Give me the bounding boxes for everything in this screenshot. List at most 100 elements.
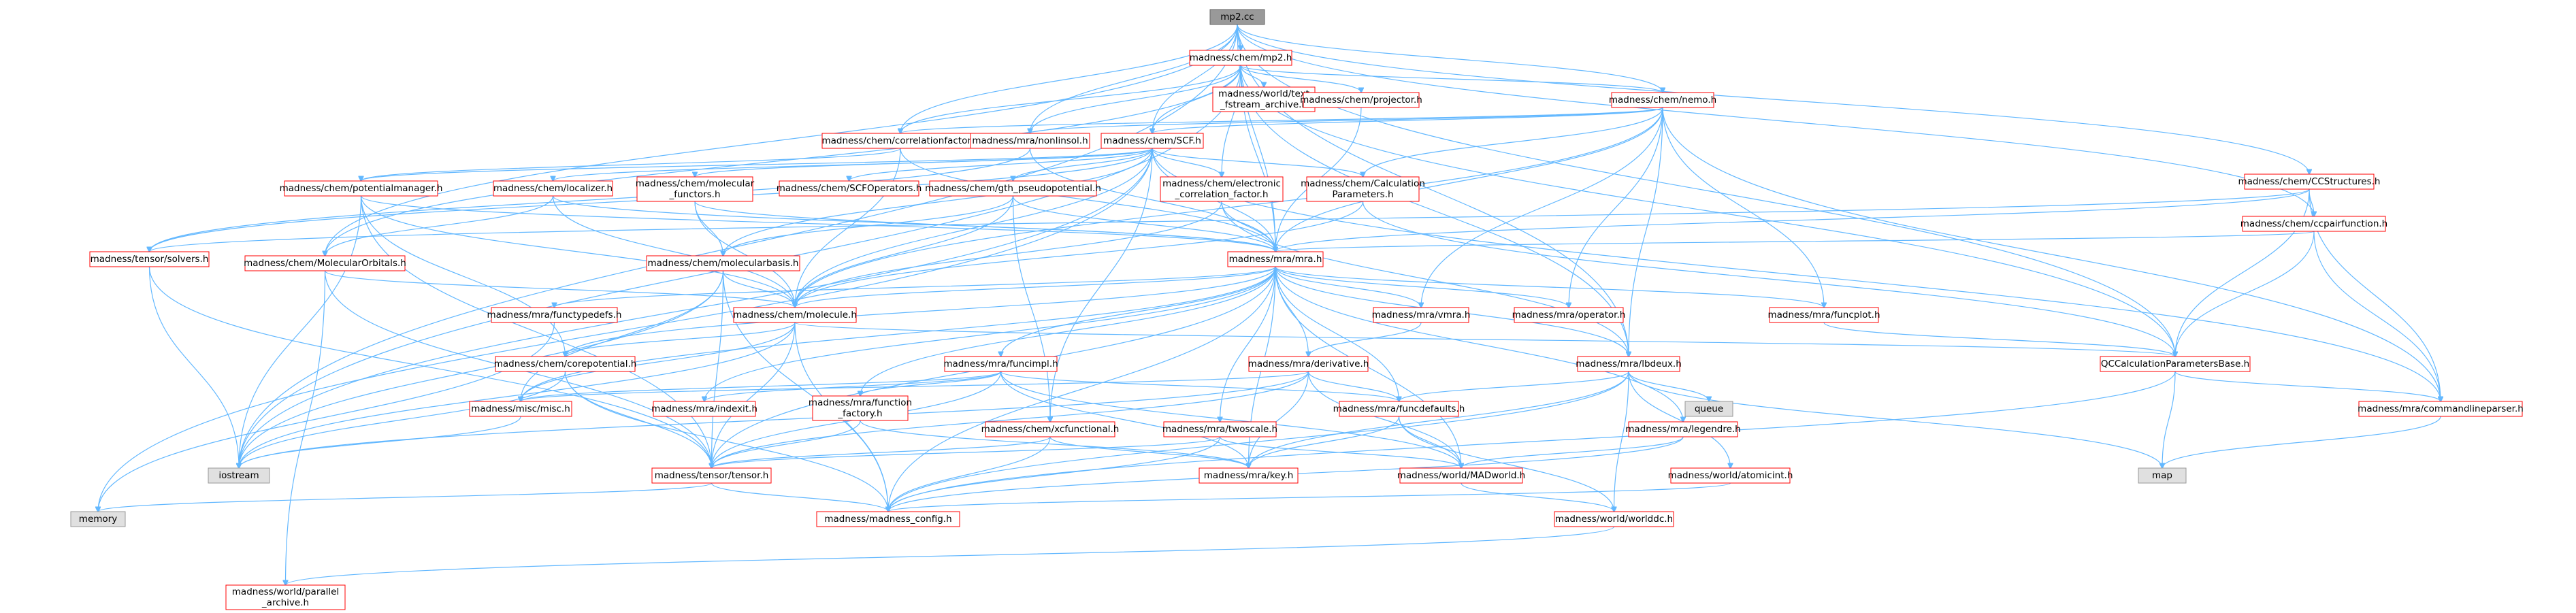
node-mra_nonlinsol[interactable]: madness/mra/nonlinsol.h [970,133,1090,149]
edge-mra_derivative-to-iostream [239,371,1309,468]
node-chem_calcparams[interactable]: madness/chem/CalculationParameters.h [1301,176,1425,202]
node-label: madness/mra/functypedefs.h [487,310,622,320]
node-chem_molecule[interactable]: madness/chem/molecule.h [733,307,857,323]
node-world_atomicint[interactable]: madness/world/atomicint.h [1668,467,1793,484]
node-box [1100,133,1204,149]
edge-chem_nemo-to-mra_nonlinsol [1030,107,1663,133]
node-label: madness/mra/operator.h [1512,310,1626,320]
edge-mra_funcimpl-to-mra_key [1000,371,1249,468]
edge-mra_function_factory-to-mra_key [860,420,1249,468]
node-box [469,401,572,417]
edge-chem_calcparams-to-qc_params [1362,201,2176,357]
edge-mra_mra-to-chem_corepotential [566,266,1276,357]
node-world_madworld[interactable]: madness/world/MADworld.h [1397,467,1526,484]
node-label: madness/chem/MolecularOrbitals.h [244,258,406,269]
node-world_worlddc[interactable]: madness/world/worlddc.h [1554,511,1674,527]
node-chem_scfoperators[interactable]: madness/chem/SCFOperators.h [777,180,922,197]
node-label: madness/mra/indexit.h [651,403,757,414]
node-mra_indexit[interactable]: madness/mra/indexit.h [651,401,757,417]
edge-mra_mra-to-mra_functypedefs [555,266,1276,308]
node-tensor_solvers[interactable]: madness/tensor/solvers.h [89,251,210,267]
node-mra_function_factory[interactable]: madness/mra/function_factory.h [809,395,912,421]
node-chem_localizer[interactable]: madness/chem/localizer.h [493,180,613,197]
edge-mra_derivative-to-tensor_tensor [712,371,1309,468]
node-label: madness/chem/localizer.h [493,183,613,194]
node-chem_ccstructures[interactable]: madness/chem/CCStructures.h [2238,173,2381,190]
node-chem_mp2[interactable]: madness/chem/mp2.h [1189,50,1292,66]
node-chem_xcfunctional[interactable]: madness/chem/xcfunctional.h [981,421,1120,437]
node-label: _archive.h [261,597,309,608]
node-qc_params[interactable]: QCCalculationParametersBase.h [2100,356,2251,372]
node-chem_ccpairfunction[interactable]: madness/chem/ccpairfunction.h [2240,216,2387,232]
node-chem_scf[interactable]: madness/chem/SCF.h [1100,133,1204,149]
node-mra_mra[interactable]: madness/mra/mra.h [1227,251,1324,267]
node-label: _correlation_factor.h [1174,189,1268,200]
node-mra_vmra[interactable]: madness/mra/vmra.h [1372,307,1471,323]
edge-mp2cc-to-chem_nemo [1237,24,1663,93]
node-label: madness/mra/twoscale.h [1162,424,1277,435]
edge-chem_nemo-to-mra_funcplot [1662,107,1824,308]
node-mp2cc[interactable]: mp2.cc [1209,9,1265,25]
node-tensor_tensor[interactable]: madness/tensor/tensor.h [651,467,772,484]
node-label: madness/madness_config.h [824,514,951,525]
edge-chem_ccpairfunction-to-qc_params [2175,231,2315,357]
node-chem_nemo[interactable]: madness/chem/nemo.h [1609,92,1716,108]
edge-chem_mp2-to-chem_molecularorbitals [325,65,1241,256]
node-box [89,251,210,267]
node-box [636,176,753,202]
node-mra_commandlineparser[interactable]: madness/mra/commandlineparser.h [2358,401,2524,417]
node-chem_electronic_corr[interactable]: madness/chem/electronic_correlation_fact… [1160,176,1284,202]
node-chem_gth[interactable]: madness/chem/gth_pseudopotential.h [925,180,1101,197]
node-mra_legendre[interactable]: madness/mra/legendre.h [1625,421,1741,437]
node-mra_derivative[interactable]: madness/mra/derivative.h [1248,356,1369,372]
node-box [2100,356,2251,372]
edge-mra_lbdeux-to-mra_funcdefaults [1399,371,1629,401]
node-box [1373,307,1469,323]
node-mra_twoscale[interactable]: madness/mra/twoscale.h [1162,421,1277,437]
node-mra_lbdeux[interactable]: madness/mra/lbdeux.h [1576,356,1682,372]
node-mra_key[interactable]: madness/mra/key.h [1199,467,1299,484]
edge-chem_xcfunctional-to-tensor_tensor [712,436,1051,468]
node-chem_projector[interactable]: madness/chem/projector.h [1300,92,1422,108]
node-label: iostream [218,470,259,481]
node-chem_molecularorbitals[interactable]: madness/chem/MolecularOrbitals.h [244,255,406,271]
edge-chem_scf-to-chem_localizer [553,148,1153,181]
edge-mra_mra-to-mra_funcdefaults [1275,266,1399,401]
node-label: madness/tensor/tensor.h [655,470,769,481]
edge-tensor_tensor-to-madness_config [711,482,889,512]
node-chem_correlationfactor[interactable]: madness/chem/correlationfactor.h [821,133,979,149]
edge-chem_molecularbasis-to-tensor_tensor [712,270,724,468]
node-chem_corepotential[interactable]: madness/chem/corepotential.h [494,356,637,372]
node-box [646,255,800,271]
node-chem_molecular_functors[interactable]: madness/chem/molecular_functors.h [636,176,755,202]
node-misc_misc[interactable]: madness/misc/misc.h [469,401,572,417]
node-mra_funcimpl[interactable]: madness/mra/funcimpl.h [943,356,1058,372]
node-mra_funcdefaults[interactable]: madness/mra/funcdefaults.h [1333,401,1465,417]
edge-qc_params-to-mra_commandlineparser [2174,371,2441,401]
edge-chem_mp2-to-chem_nemo [1240,65,1663,93]
edge-chem_potentialmanager-to-chem_corepotential [360,195,566,357]
edge-chem_molecularbasis-to-chem_molecule [722,270,796,308]
node-chem_molecularbasis[interactable]: madness/chem/molecularbasis.h [646,255,800,271]
edge-chem_scf-to-chem_molecule [795,148,1153,308]
node-mra_functypedefs[interactable]: madness/mra/functypedefs.h [487,307,622,323]
edge-mra_derivative-to-misc_misc [521,371,1309,401]
node-mra_funcplot[interactable]: madness/mra/funcplot.h [1768,307,1880,323]
edge-chem_nemo-to-mra_mra [1275,107,1663,252]
node-mra_operator[interactable]: madness/mra/operator.h [1512,307,1626,323]
node-box [651,467,772,484]
node-label: madness/mra/derivative.h [1248,359,1369,369]
node-label: QCCalculationParametersBase.h [2101,359,2249,369]
node-box [1160,176,1284,202]
node-box [1163,421,1277,437]
node-label: queue [1695,403,1723,414]
edge-mp2cc-to-iostream [239,24,1238,468]
node-world_parallel_archive[interactable]: madness/world/parallel_archive.h [225,584,346,610]
node-box [733,307,857,323]
node-label: madness/world/MADworld.h [1397,470,1526,481]
edge-chem_nemo-to-chem_scf [1152,107,1663,133]
edge-chem_nemo-to-chem_correlationfactor [900,107,1663,133]
node-madness_config[interactable]: madness/madness_config.h [816,511,960,527]
edge-chem_molecule-to-misc_misc [521,322,796,401]
node-chem_potentialmanager[interactable]: madness/chem/potentialmanager.h [280,180,443,197]
